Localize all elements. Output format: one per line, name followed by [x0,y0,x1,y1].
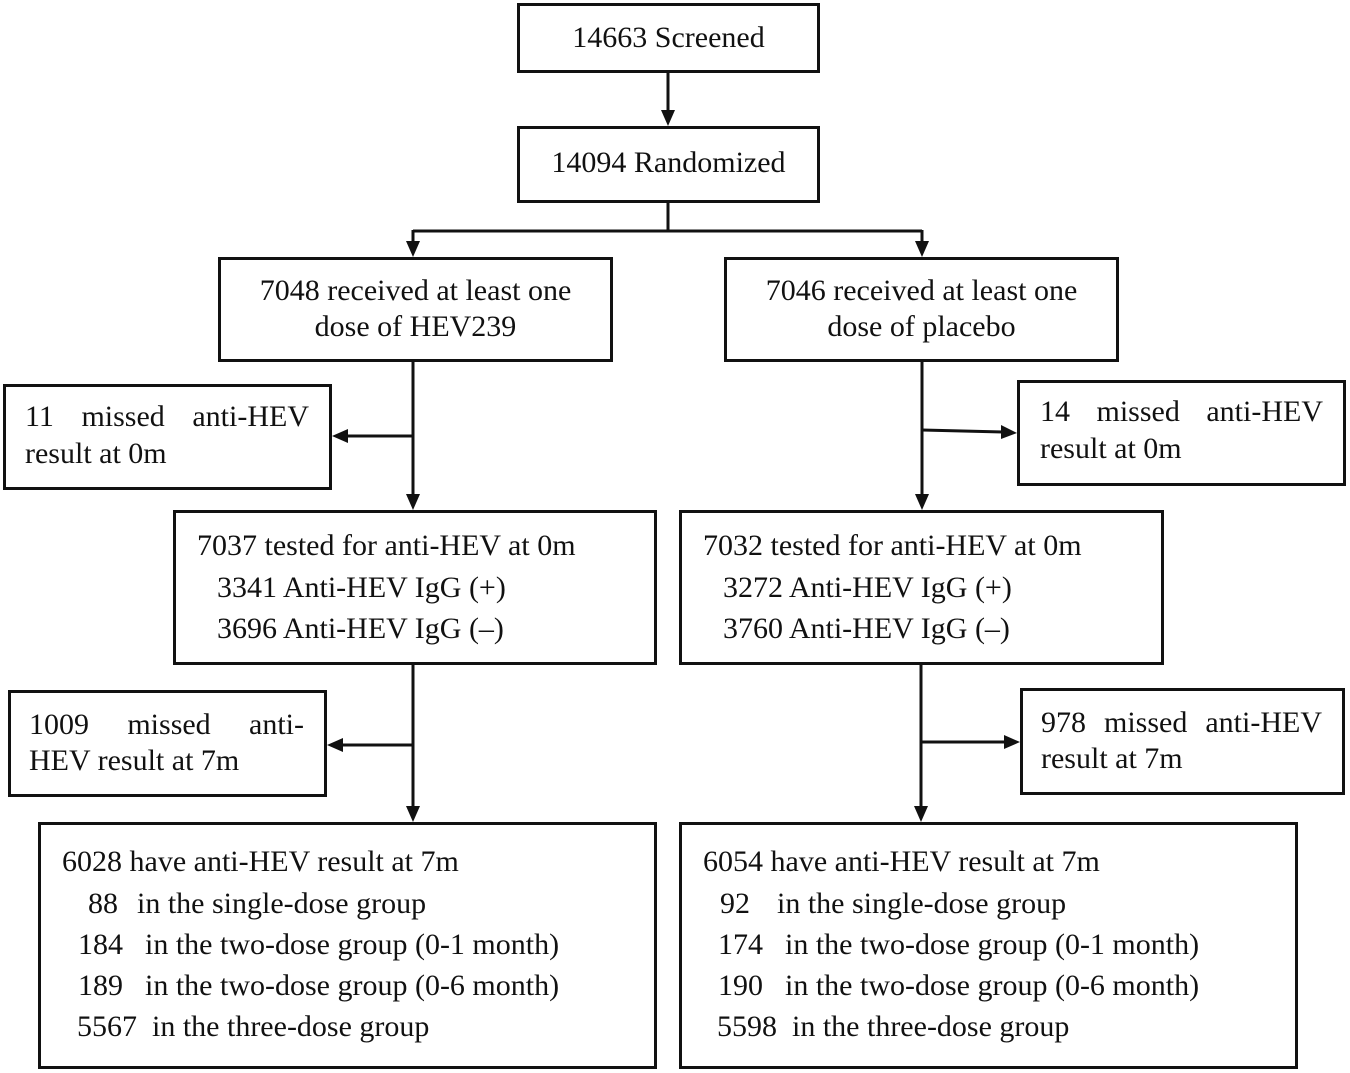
vaccine-group-label: in the two-dose group (0-6 month) [145,969,560,1002]
vaccine-missed-0m-line2: result at 0m [25,437,167,470]
placebo-received-box [724,257,1119,362]
vaccine-received-line1: 7048 received at least one [259,274,572,307]
arrowhead-right [1001,425,1017,439]
vaccine-missed-7m-box [8,690,327,797]
placebo-missed-0m-line2: result at 0m [1040,432,1182,465]
placebo-missed-0m-line1: 14 missed anti-HEV [1040,395,1323,428]
placebo-group-count: 5598 [717,1010,777,1043]
vaccine-tested-negative: 3696 Anti-HEV IgG (–) [217,612,504,645]
placebo-result-7m-box [679,822,1298,1069]
arrowhead-down [406,494,420,510]
vaccine-missed-0m-line1: 11 missed anti-HEV [25,400,309,433]
vaccine-result-7m-box [38,822,657,1069]
placebo-missed-0m-box [1017,380,1346,486]
vaccine-missed-0m-box [3,384,332,490]
vaccine-received-line2: dose of HEV239 [314,310,517,343]
vaccine-tested-positive: 3341 Anti-HEV IgG (+) [217,571,506,604]
screened-box [517,3,820,73]
screened-label: 14663 Screened [572,21,765,54]
placebo-tested-positive: 3272 Anti-HEV IgG (+) [723,571,1012,604]
vaccine-missed-7m-line1: 1009 missed anti- [29,708,304,741]
vaccine-group-count: 88 [88,887,118,920]
vaccine-tested-title: 7037 tested for anti-HEV at 0m [197,529,576,562]
vaccine-result-7m-title: 6028 have anti-HEV result at 7m [62,845,459,878]
vaccine-group-count: 5567 [77,1010,137,1043]
placebo-group-label: in the single-dose group [777,887,1067,920]
vaccine-group-count: 189 [78,969,123,1002]
vaccine-received-box [218,257,613,362]
placebo-group-count: 92 [720,887,750,920]
placebo-group-label: in the two-dose group (0-6 month) [785,969,1200,1002]
vaccine-group-count: 184 [78,928,123,961]
vaccine-group-label: in the two-dose group (0-1 month) [145,928,560,961]
placebo-missed-7m-line1: 978 missed anti-HEV [1041,706,1322,739]
placebo-received-line2: dose of placebo [827,310,1016,343]
placebo-group-count: 190 [718,969,763,1002]
vaccine-group-label: in the three-dose group [152,1010,430,1043]
placebo-tested-negative: 3760 Anti-HEV IgG (–) [723,612,1010,645]
placebo-group-label: in the three-dose group [792,1010,1070,1043]
randomized-label: 14094 Randomized [551,146,786,179]
placebo-tested-box [679,510,1164,665]
arrowhead-down [915,494,929,510]
arrowhead-down [915,241,929,257]
arrowhead-left [327,738,343,752]
placebo-tested-title: 7032 tested for anti-HEV at 0m [703,529,1082,562]
arrowhead-down [914,806,928,822]
placebo-missed-7m-line2: result at 7m [1041,742,1183,775]
vaccine-tested-box [173,510,657,665]
placebo-missed-7m-box [1020,688,1345,795]
randomized-box [517,126,820,203]
arrowhead-right [1004,735,1020,749]
placebo-received-line1: 7046 received at least one [765,274,1078,307]
vaccine-group-label: in the single-dose group [137,887,427,920]
arrowhead-down [661,110,675,126]
vaccine-missed-7m-line2: HEV result at 7m [29,744,240,777]
placebo-result-7m-title: 6054 have anti-HEV result at 7m [703,845,1100,878]
placebo-group-count: 174 [718,928,763,961]
arrowhead-down [406,806,420,822]
connector-placebo-missed-0m [921,428,1004,434]
placebo-group-label: in the two-dose group (0-1 month) [785,928,1200,961]
arrowhead-down [406,241,420,257]
arrowhead-left [332,429,348,443]
